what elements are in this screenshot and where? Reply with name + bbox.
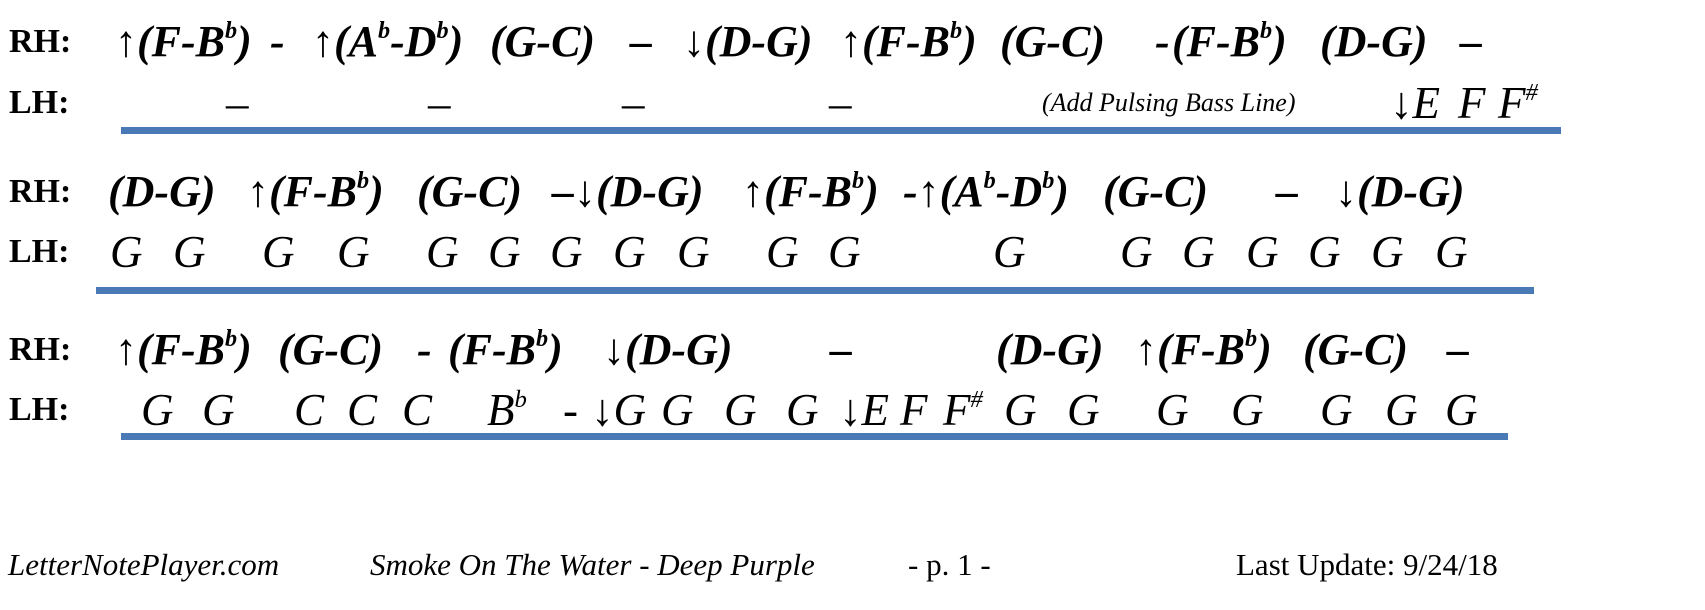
lh-note: G [337,227,370,277]
rh-chord: ↑(F-Bb) [247,167,384,216]
rh-chord: ↓(D-G) [1335,167,1465,216]
lh-note: C [402,385,433,435]
lh-note: F [900,385,928,435]
rh-chord: ↑(F-Bb) [115,325,252,374]
lh-note: G [1246,227,1279,277]
lh-label: LH: [9,233,70,270]
lh-note: G [1308,227,1341,277]
lh-note: G [661,385,694,435]
lh-note: G [550,227,583,277]
system-2-right-hand-row: RH: (D-G) ↑(F-Bb) (G-C) –↓(D-G) ↑(F-Bb) -↑(Ab-… [0,162,1705,222]
lh-note: G [613,227,646,277]
lh-note: – [226,78,249,128]
lh-note: – [622,78,645,128]
lh-note: G [1004,385,1037,435]
lh-note: F# [943,385,983,435]
lh-note: G [677,227,710,277]
lh-note: G [1182,227,1215,277]
lh-label: LH: [9,391,70,428]
lh-label: LH: [9,84,70,121]
lh-note: G [173,227,206,277]
lh-note: ↓E [839,385,889,435]
lh-note: G [1320,385,1353,435]
footer-last-update: Last Update: 9/24/18 [1236,547,1498,582]
lh-note: G [110,227,143,277]
lh-note: - [563,385,578,435]
rh-chord: (F-Bb) [1172,17,1287,66]
lh-note: G [724,385,757,435]
rh-chord: ↑(F-Bb) [840,17,977,66]
rh-chord: (D-G) [108,167,216,216]
rh-chord: ↑(Ab-Db) [312,17,464,66]
rh-chord: ↑(F-Bb) [742,167,879,216]
system-divider-line [96,287,1534,294]
lh-note: G [202,385,235,435]
rh-chord: ↑(F-Bb) [1135,325,1272,374]
lh-note: G [1156,385,1189,435]
rh-chord: – [1447,325,1469,374]
rh-chord: - [270,17,285,66]
system-divider-line [121,127,1561,134]
rh-label: RH: [9,173,72,210]
rh-chord: ↓(D-G) [683,17,813,66]
lh-note: G [262,227,295,277]
rh-chord: (G-C) [278,325,384,374]
lh-note: G [1371,227,1404,277]
rh-chord: – [830,325,852,374]
rh-chord: (G-C) [1000,17,1106,66]
lh-note: – [428,78,451,128]
footer-page-number: - p. 1 - [908,547,991,582]
rh-chord: – [1276,167,1298,216]
system-divider-line [121,433,1508,440]
footer-site: LetterNotePlayer.com [8,547,280,582]
lh-note: G [1385,385,1418,435]
rh-chord: –↓(D-G) [552,167,704,216]
lh-note: G [1231,385,1264,435]
rh-chord: ↓(D-G) [603,325,733,374]
lh-note: G [488,227,521,277]
lh-note: G [1120,227,1153,277]
rh-chord: - [1155,17,1170,66]
rh-chord: ↑(F-Bb) [115,17,252,66]
lh-note: C [347,385,378,435]
rh-chord: -↑(Ab-Db) [903,167,1069,216]
system-3-right-hand-row: RH:↑(F-Bb)(G-C)-(F-Bb)↓(D-G)–(D-G)↑(F-Bb… [0,320,1705,380]
lh-note: C [294,385,325,435]
rh-chord: – [630,17,652,66]
rh-label: RH: [9,331,72,368]
rh-chord: (G-C) [1103,167,1209,216]
lh-note: G [766,227,799,277]
rh-chord: (D-G) [1320,17,1428,66]
lh-note: F# [1498,78,1538,128]
lh-note: G [1067,385,1100,435]
system-1-right-hand-row: RH:↑(F-Bb)-↑(Ab-Db)(G-C)–↓(D-G)↑(F-Bb)(G… [0,12,1705,72]
lh-note: G [426,227,459,277]
rh-chord: – [1460,17,1482,66]
lh-note: – [829,78,852,128]
lh-note: G [141,385,174,435]
lh-note: G [993,227,1026,277]
rh-chord: - [417,325,432,374]
lh-note: G [1435,227,1468,277]
lh-note: ↓E [1390,78,1440,128]
lh-note: F [1458,78,1486,128]
rh-label: RH: [9,23,72,60]
lh-note: ↓G [591,385,646,435]
lh-instruction: (Add Pulsing Bass Line) [1042,88,1296,117]
rh-chord: (G-C) [490,17,596,66]
rh-chord: (F-Bb) [448,325,563,374]
rh-chord: (G-C) [1303,325,1409,374]
rh-chord: (G-C) [417,167,523,216]
lh-note: G [1445,385,1478,435]
lh-note: G [786,385,819,435]
lh-note: Bb [487,385,527,435]
footer-song-title: Smoke On The Water - Deep Purple [370,547,815,582]
rh-chord: (D-G) [996,325,1104,374]
lh-note: G [828,227,861,277]
